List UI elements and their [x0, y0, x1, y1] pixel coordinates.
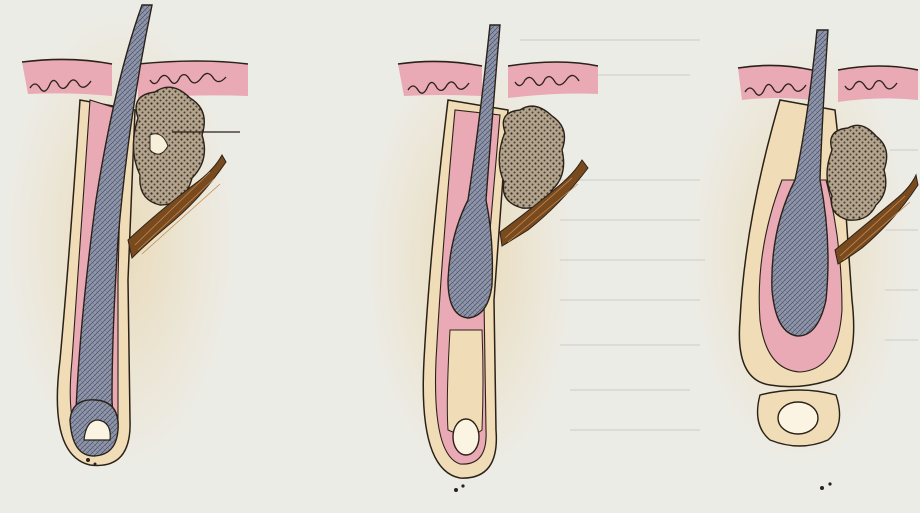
catagen-dermal-papilla [453, 419, 479, 455]
anagen-epidermis-left [22, 59, 112, 96]
telogen-epidermis-right [838, 66, 918, 102]
telogen-epidermis-left [738, 65, 812, 100]
telogen-dermal-papilla [778, 402, 818, 434]
